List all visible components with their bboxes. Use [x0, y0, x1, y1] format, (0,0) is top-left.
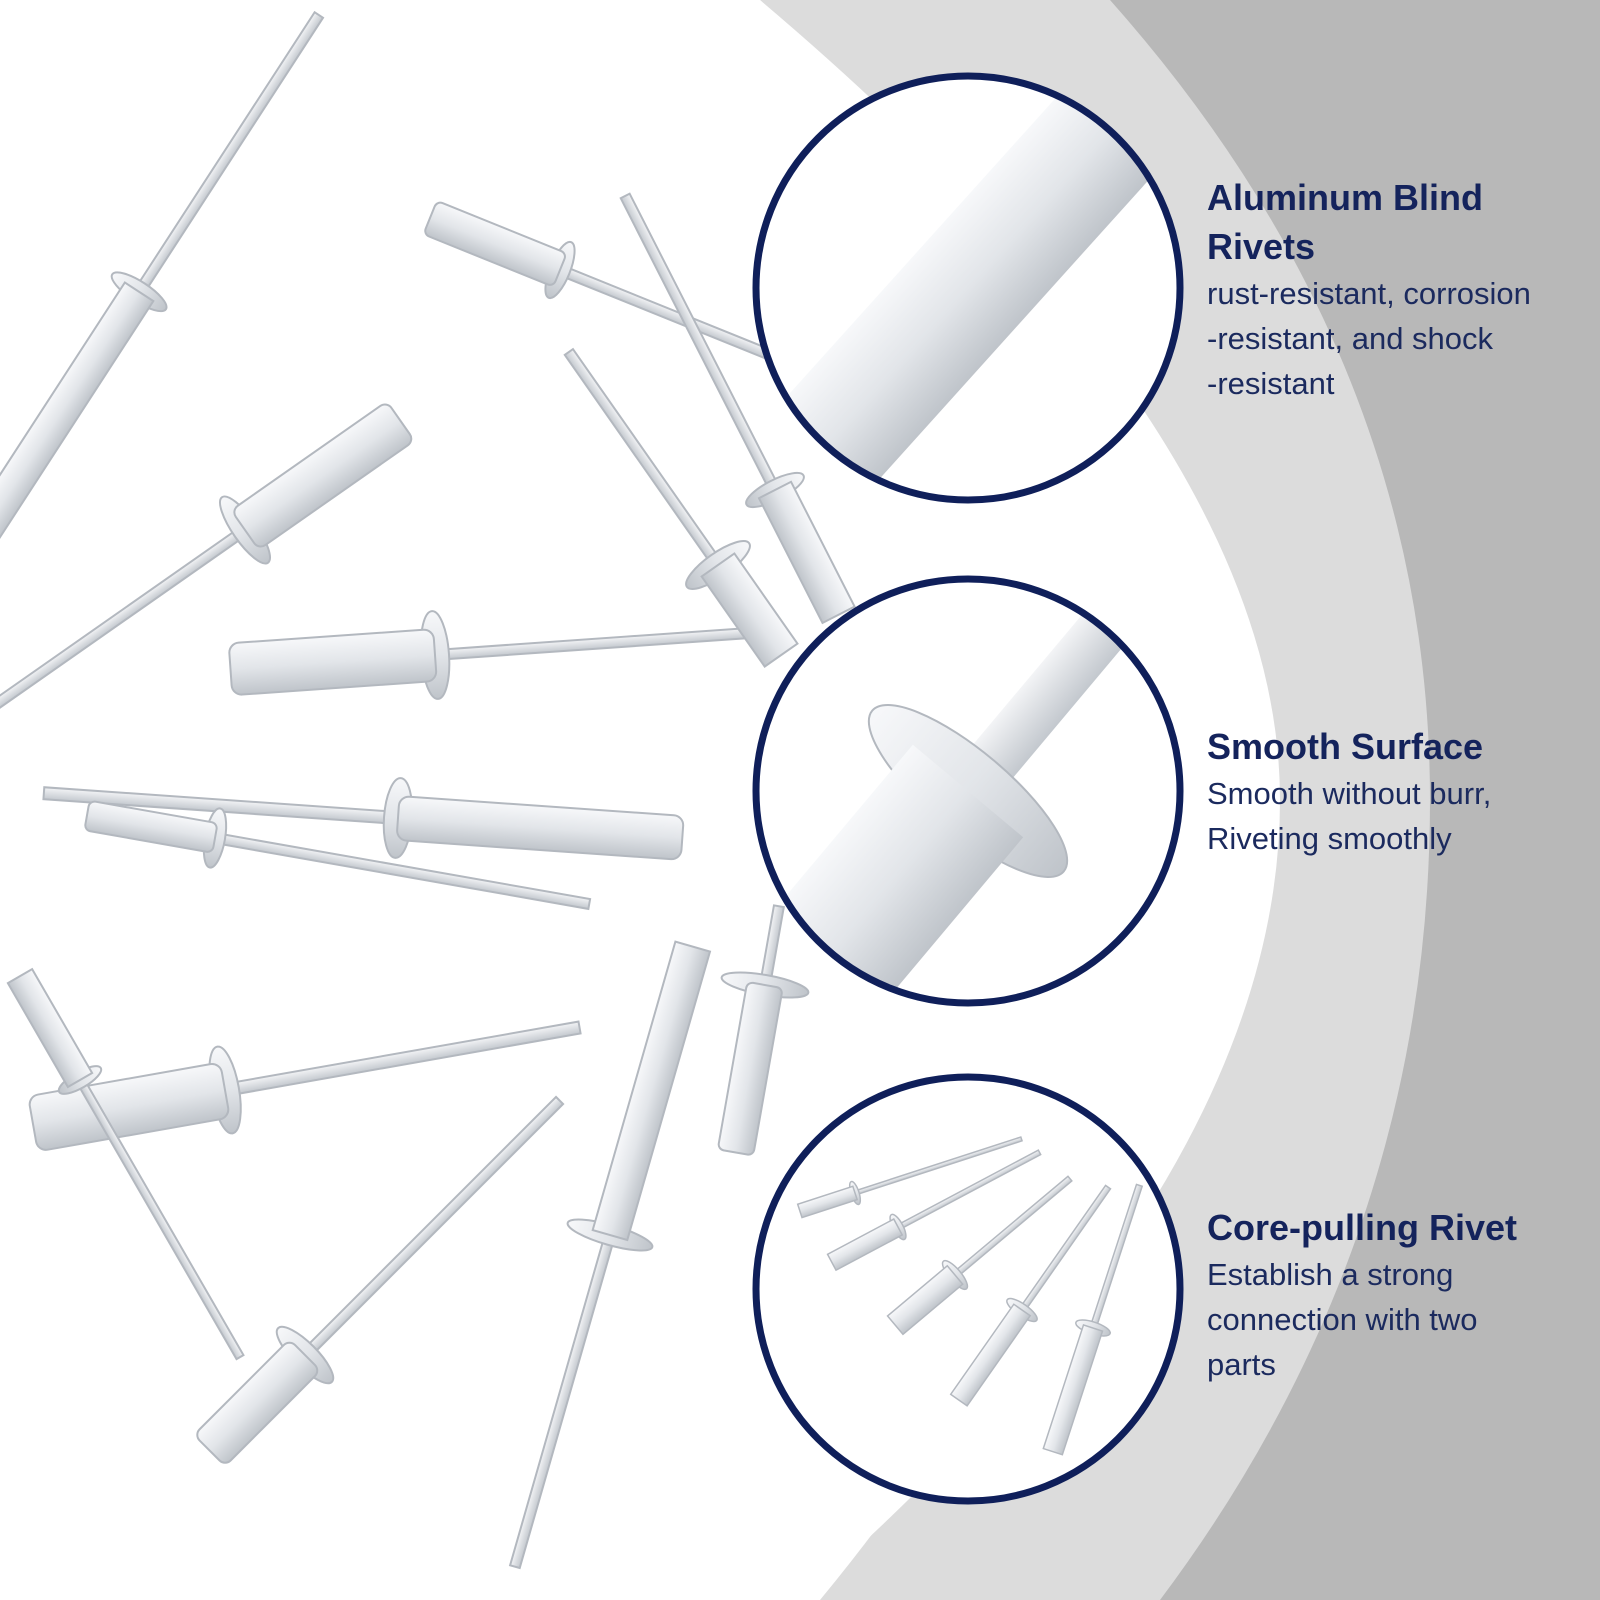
detail-circle-1	[752, 72, 1184, 504]
rivet	[717, 904, 810, 1156]
rivet	[619, 192, 856, 625]
feature-core-pulling-rivet: Core-pulling Rivet Establish a strong co…	[1207, 1203, 1587, 1387]
feature-title: Smooth Surface	[1207, 726, 1484, 767]
rivet	[563, 347, 799, 668]
feature-title: Core-pulling Rivet	[1207, 1207, 1518, 1248]
rivet	[228, 610, 766, 700]
rivet	[0, 403, 413, 731]
rivet	[42, 777, 685, 861]
rivet	[508, 940, 712, 1570]
scattered-rivets	[0, 10, 856, 1570]
feature-description: Smooth without burr, Riveting smoothly	[1207, 776, 1492, 856]
rivet	[28, 1020, 582, 1151]
rivet	[0, 10, 325, 571]
rivet	[196, 1095, 565, 1464]
rivet	[84, 800, 592, 911]
feature-smooth-surface: Smooth Surface Smooth without burr, Rive…	[1207, 722, 1587, 861]
feature-description: rust-resistant, corrosion -resistant, an…	[1207, 276, 1531, 401]
feature-description: Establish a strong connection with two p…	[1207, 1257, 1478, 1382]
rivet	[6, 967, 245, 1361]
band-dark	[1110, 0, 1600, 1600]
detail-circle-3	[752, 1073, 1184, 1505]
feature-aluminum-blind-rivets: Aluminum Blind Rivets rust-resistant, co…	[1207, 173, 1587, 406]
feature-title: Aluminum Blind Rivets	[1207, 177, 1483, 267]
